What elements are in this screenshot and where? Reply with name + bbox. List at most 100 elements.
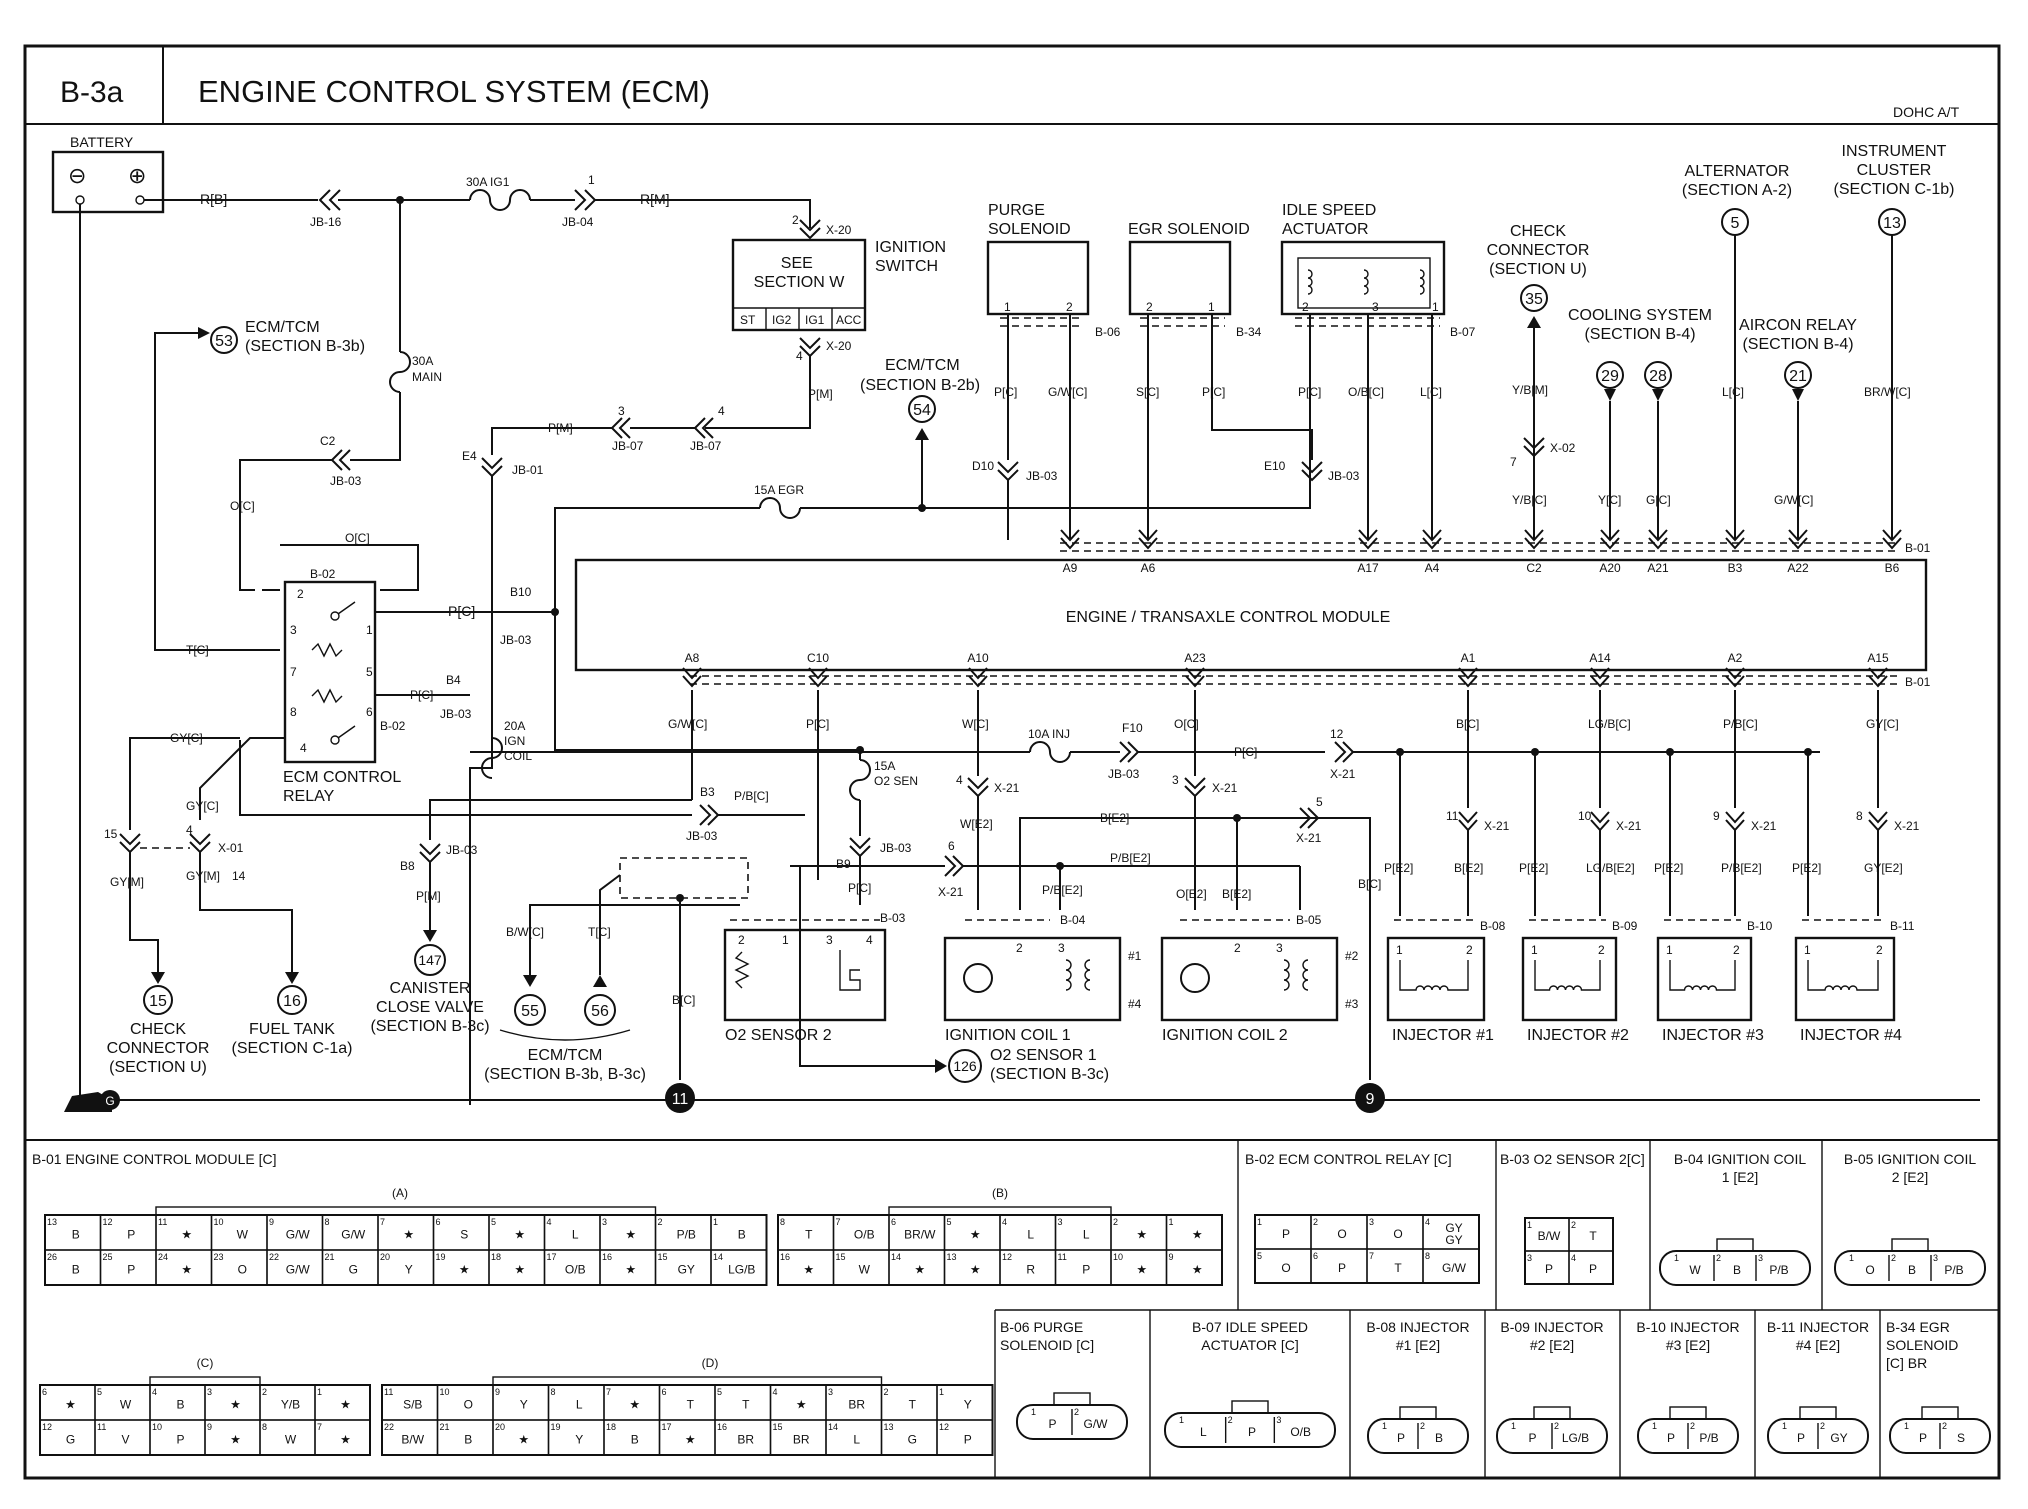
connector-x02 — [1523, 437, 1545, 458]
ecm-top-connector-a21 — [1648, 529, 1668, 550]
connector-x21-3 — [1184, 777, 1206, 798]
ref55-number: 55 — [521, 1003, 539, 1020]
ref53-badge — [210, 326, 238, 354]
battery-box — [51, 150, 165, 214]
connector-b34-pin-num: 2 — [1942, 1421, 1947, 1431]
connector-b01-d-cell-num: 7 — [606, 1387, 611, 1397]
injector-2-wire-c: LG/B[E2] — [1586, 861, 1635, 875]
wire-b3 — [239, 740, 692, 816]
connector-b01-a-cell-value: Y — [405, 1263, 413, 1277]
injector-1-box — [1386, 936, 1486, 1022]
fuel-tank-label: FUEL TANK(SECTION C-1a) — [232, 1021, 353, 1057]
label-be2b: B[E2] — [1222, 887, 1251, 901]
label-we2: W[E2] — [960, 817, 993, 831]
arrow-ref28 — [1652, 389, 1664, 401]
label-jb03-b3: JB-03 — [686, 829, 718, 843]
arrow-ref55 — [523, 975, 537, 987]
connector-b01-a-cell-value: ★ — [625, 1228, 636, 1242]
connector-b01-d-cell-num: 18 — [606, 1422, 616, 1432]
connector-b01-d-cell-num: 15 — [773, 1422, 783, 1432]
connector-b34-pin-num: 1 — [1904, 1421, 1909, 1431]
connector-jb01 — [481, 457, 503, 478]
ref56-number: 56 — [591, 1003, 609, 1020]
switch-st: ST — [740, 313, 756, 327]
ref54-badge — [908, 395, 936, 423]
connector-b10-pin-value: P/B — [1699, 1431, 1718, 1445]
connector-b07-latch — [1231, 1400, 1269, 1414]
coil2-pin3: 3 — [1276, 941, 1283, 955]
label-gym: GY[M] — [110, 875, 144, 889]
connector-b01-d-cell-value: ★ — [518, 1433, 529, 1447]
connector-b01-a-cell-value: W — [237, 1228, 249, 1242]
injector-4-x21-label: X-21 — [1894, 819, 1920, 833]
ref55-badge — [514, 994, 546, 1026]
label-pbe2: P/B[E2] — [1042, 883, 1083, 897]
connector-b01-a-cell-value: P — [127, 1228, 135, 1242]
label-pm-switch: P[M] — [808, 387, 833, 401]
connector-b01-b-cell-num: 2 — [1113, 1217, 1118, 1227]
coil2-primary — [1283, 959, 1290, 991]
connector-b01-d-cell-value: P — [964, 1433, 972, 1447]
ref147-number: 147 — [418, 952, 442, 968]
connector-b3 — [699, 804, 720, 826]
connector-b34-pin-value: S — [1957, 1431, 1965, 1445]
connector-x21-6 — [944, 855, 965, 877]
connector-b01-c-cell-num: 5 — [97, 1387, 102, 1397]
connector-jb07-a — [610, 417, 631, 439]
connector-b01-d-cell-value: O — [464, 1398, 473, 1412]
label-x02: X-02 — [1550, 441, 1576, 455]
connector-b03-cell-num: 3 — [1527, 1253, 1532, 1263]
connector-b9 — [849, 837, 871, 858]
connector-b02-cell-value: T — [1394, 1261, 1402, 1275]
connector-b02-cell-value: P — [1338, 1261, 1346, 1275]
o2-sensor-2-label: O2 SENSOR 2 — [725, 1027, 832, 1044]
connector-b04-pin-num: 2 — [1716, 1253, 1721, 1263]
connector-b01-d-cell-value: S/B — [403, 1398, 422, 1412]
injector-2-x21-label: X-21 — [1616, 819, 1642, 833]
ecm-bottom-pin-a14: A14 — [1589, 651, 1611, 665]
label-x21-5: X-21 — [1296, 831, 1322, 845]
label-b8: B8 — [400, 859, 415, 873]
connector-b01-b-cell-value: ★ — [1192, 1228, 1203, 1242]
ecm-bottom-connectors — [682, 667, 1888, 688]
connector-b01-c-cell-num: 10 — [152, 1422, 162, 1432]
label-gc: G[C] — [1646, 493, 1671, 507]
ref28-number: 28 — [1649, 368, 1667, 385]
connector-b04-latch — [1716, 1238, 1754, 1252]
purge-pin1: 1 — [1004, 300, 1011, 314]
label-bc-ground: B[C] — [1358, 877, 1381, 891]
injector-2-pin1: 1 — [1531, 943, 1538, 957]
ignition-coil-1-label: IGNITION COIL 1 — [945, 1027, 1071, 1044]
purge-solenoid-box — [986, 240, 1090, 316]
coil2-pin2: 2 — [1234, 941, 1241, 955]
ecm-bottom-connector-c10 — [808, 667, 828, 688]
see-section-w-text: SEE — [781, 255, 813, 272]
connector-b03-cell-value: P — [1589, 1262, 1597, 1276]
b02-panel-title: B-02 ECM CONTROL RELAY [C] — [1245, 1151, 1452, 1167]
ecm-bottom-pin-c10: C10 — [807, 651, 829, 665]
connector-b01-a-cell-num: 17 — [547, 1252, 557, 1262]
coil2-cyl3: #3 — [1345, 997, 1359, 1011]
connector-b01-b-cell-num: 13 — [947, 1252, 957, 1262]
arrow-ref35 — [1527, 316, 1541, 328]
connector-b02-cell-value: P — [1282, 1227, 1290, 1241]
relay-pin7: 7 — [290, 665, 297, 679]
label-jb07-a: JB-07 — [612, 439, 644, 453]
connector-b01-a-cell-num: 16 — [602, 1252, 612, 1262]
connector-b05-latch — [1891, 1238, 1929, 1252]
connector-b03-cell-value: T — [1589, 1229, 1597, 1243]
connector-b01-a-cell-value: L — [572, 1228, 579, 1242]
connector-b01-d-cell-num: 21 — [440, 1422, 450, 1432]
label-jb07-b: JB-07 — [690, 439, 722, 453]
connector-b01-a-cell-num: 25 — [103, 1252, 113, 1262]
connector-b01-d-cell-value: L — [576, 1398, 583, 1412]
connector-b03-cell-num: 2 — [1571, 1220, 1576, 1230]
connector-b01-d-cell-num: 20 — [495, 1422, 505, 1432]
label-isa-obc: O/B[C] — [1348, 385, 1384, 399]
label-b02a: B-02 — [310, 567, 336, 581]
